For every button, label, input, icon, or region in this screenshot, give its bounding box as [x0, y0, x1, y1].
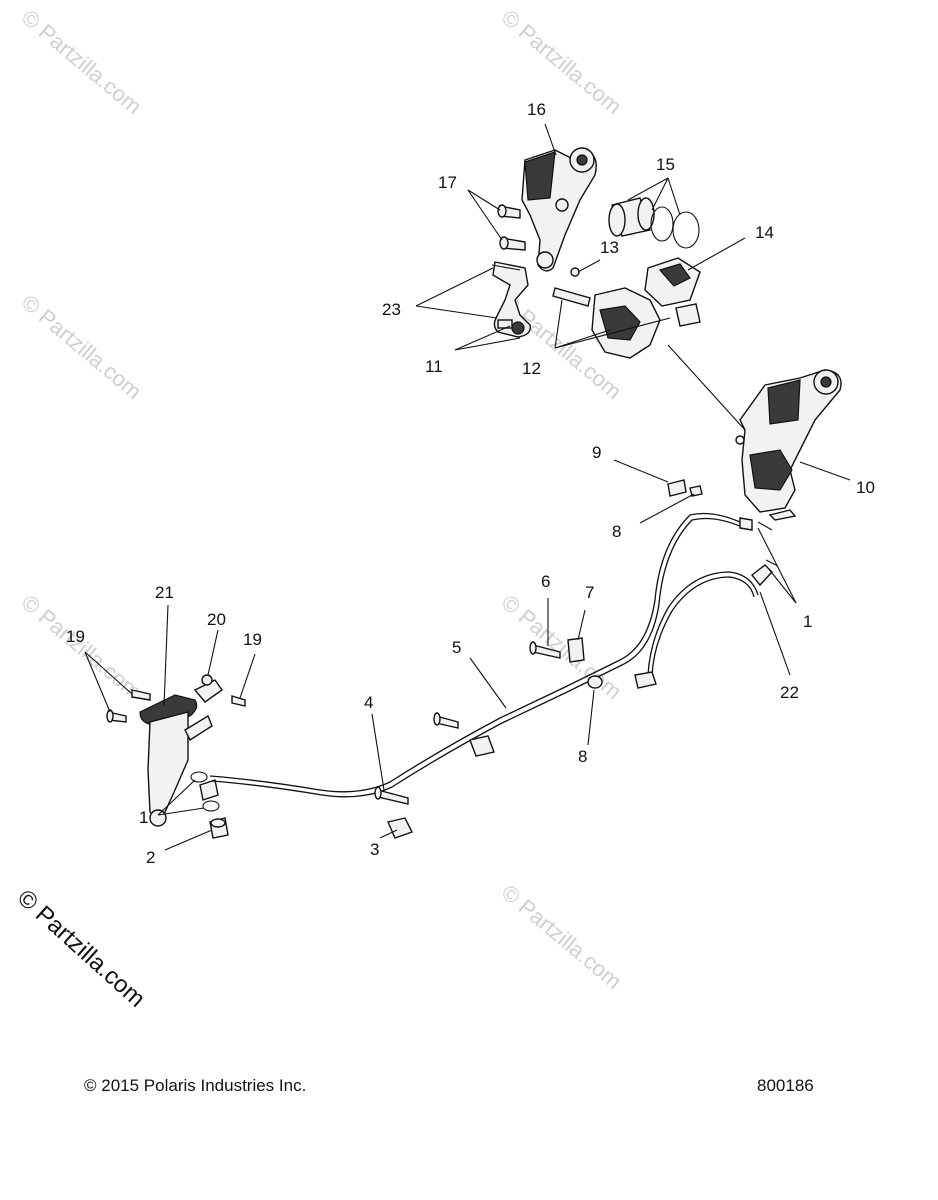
- callout-22: 22: [780, 683, 799, 702]
- watermark-prominent: © Partzilla.com: [12, 884, 150, 1012]
- callout-5: 5: [452, 638, 461, 657]
- callout-10: 8: [612, 522, 621, 541]
- callout-1-lower: 1: [139, 808, 148, 827]
- hose-clips-fasteners: [374, 479, 779, 839]
- callout-17: 16: [527, 100, 546, 119]
- brake-hose-lines: [209, 512, 773, 798]
- brake-pads: [644, 257, 701, 327]
- caliper-bracket-exploded: [497, 147, 597, 272]
- banjo-washers-bolt: [190, 771, 229, 839]
- callout-8: 8: [578, 747, 587, 766]
- watermark-group: © Partzilla.com © Partzilla.com © Partzi…: [12, 5, 626, 1013]
- callout-labels: 16 15 17 13 14 23 11 12 9 10 8 1 6 7 5 2…: [66, 100, 875, 867]
- callout-1-upper: 1: [803, 612, 812, 631]
- callout-16: 15: [656, 155, 675, 174]
- callout-2: 2: [146, 848, 155, 867]
- callout-4: 4: [364, 693, 373, 712]
- callout-19-left: 19: [66, 627, 85, 646]
- copyright-text: © 2015 Polaris Industries Inc.: [84, 1076, 306, 1095]
- callout-7: 7: [585, 583, 594, 602]
- callout-19-right: 19: [243, 630, 262, 649]
- callout-13: 12: [522, 359, 541, 378]
- watermark: © Partzilla.com: [17, 5, 147, 119]
- caliper-body: [552, 267, 661, 359]
- callout-12: 11: [425, 357, 443, 376]
- leader-lines: [84, 123, 851, 851]
- piston-seals: [608, 197, 700, 249]
- watermark: © Partzilla.com: [497, 5, 627, 119]
- callout-11: 10: [856, 478, 875, 497]
- watermark: © Partzilla.com: [17, 590, 147, 704]
- caliper-pins-bracket: [491, 261, 531, 338]
- callout-23: 23: [382, 300, 401, 319]
- callout-18: 17: [438, 173, 457, 192]
- watermark: © Partzilla.com: [497, 590, 627, 704]
- watermark: © Partzilla.com: [17, 290, 147, 404]
- callout-20: 20: [207, 610, 226, 629]
- callout-14: 13: [600, 238, 619, 257]
- watermark: © Partzilla.com: [497, 880, 627, 994]
- callout-3: 3: [370, 840, 379, 859]
- master-cylinder: [106, 674, 246, 827]
- callout-15: 14: [755, 223, 774, 242]
- caliper-assembly: [735, 369, 842, 521]
- callout-21: 21: [155, 583, 174, 602]
- callout-6: 6: [541, 572, 550, 591]
- diagram-number: 800186: [757, 1076, 814, 1095]
- callout-9: 9: [592, 443, 601, 462]
